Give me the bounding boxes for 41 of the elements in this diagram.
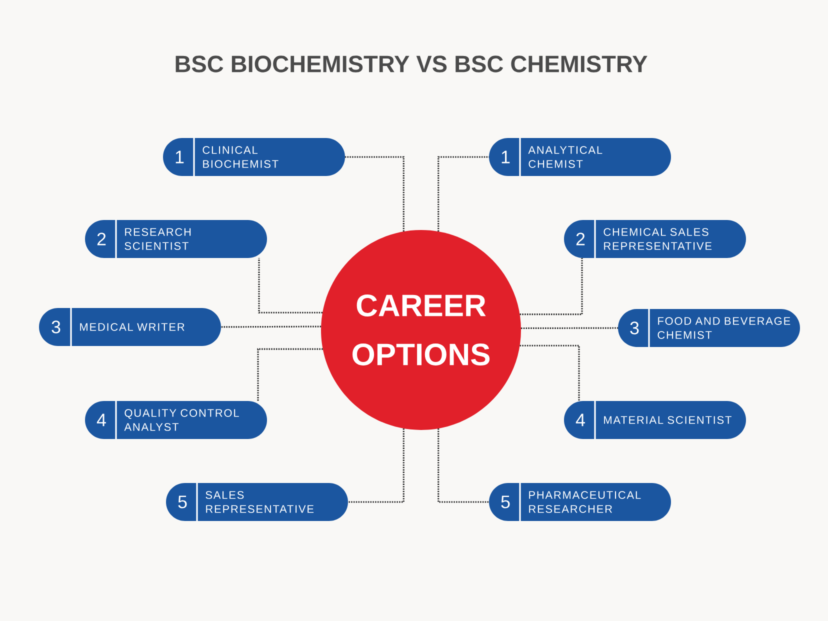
numbered-pill	[489, 483, 671, 521]
step-number: 2	[576, 232, 585, 246]
step-number: 3	[52, 320, 60, 334]
numbered-pill	[489, 138, 671, 176]
option-label: SALES REPRESENTATIVE	[206, 491, 314, 513]
dotted-connector	[438, 428, 489, 503]
numbered-pill	[85, 401, 267, 439]
option-label: CHEMICAL SALES REPRESENTATIVE	[604, 228, 712, 250]
step-number: 1	[176, 150, 184, 164]
dotted-connector	[520, 258, 583, 316]
step-number: 5	[178, 496, 187, 508]
numbered-pill	[564, 220, 746, 258]
step-number: 4	[576, 414, 585, 426]
numbered-pill	[163, 138, 345, 176]
title: BSC BIOCHEMISTRY VS BSC CHEMISTRY	[176, 56, 648, 72]
step-number: 2	[97, 232, 106, 246]
step-number: 4	[96, 414, 106, 426]
option-label: CLINICAL BIOCHEMIST	[202, 146, 278, 168]
option-label: MATERIAL SCIENTIST	[604, 416, 732, 424]
step-number: 3	[630, 322, 639, 334]
dotted-connector	[258, 258, 323, 314]
dotted-connector	[257, 348, 323, 401]
dotted-connector	[345, 156, 404, 232]
numbered-pill	[166, 483, 348, 521]
step-number: 5	[501, 496, 510, 508]
option-label: MEDICAL WRITER	[80, 323, 184, 331]
step-number: 1	[502, 150, 510, 164]
dotted-connector	[348, 428, 404, 503]
option-label: RESEARCH SCIENTIST	[124, 228, 191, 250]
dotted-connector	[438, 156, 489, 232]
numbered-pill	[85, 220, 267, 258]
numbered-pill	[618, 309, 800, 347]
option-label: PHARMACEUTICAL RESEARCHER	[529, 491, 641, 513]
numbered-pill	[564, 401, 746, 439]
option-label: QUALITY CONTROL ANALYST	[124, 409, 239, 431]
dotted-connector	[221, 326, 322, 328]
dotted-connector	[520, 327, 618, 330]
option-label: FOOD AND BEVERAGE CHEMIST	[658, 317, 790, 339]
dotted-connector	[520, 344, 580, 401]
numbered-pill	[39, 308, 221, 346]
option-label: ANALYTICAL CHEMIST	[528, 146, 602, 168]
